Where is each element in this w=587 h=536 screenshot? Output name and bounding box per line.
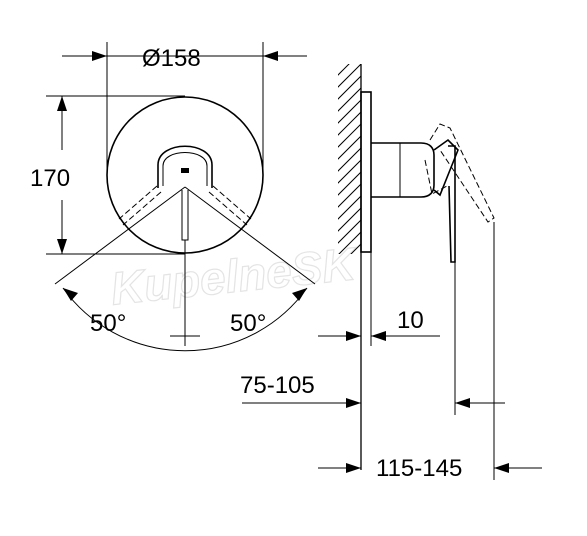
- depth-arrow-right: [455, 398, 470, 408]
- offset-arrow-right: [371, 331, 386, 341]
- mixer-body: [371, 142, 435, 198]
- indicator-mark: [181, 168, 189, 173]
- handle-cap-inner: [162, 152, 208, 186]
- cover-profile: [360, 91, 372, 253]
- total-range-label: 115-145: [376, 455, 462, 482]
- total-arrow-right: [494, 463, 509, 473]
- cover-plate: [106, 96, 264, 254]
- angle-line-right: [184, 186, 316, 285]
- side-view: [242, 64, 542, 480]
- lever: [181, 190, 189, 241]
- handle-head: [433, 138, 459, 197]
- height-arrow-bottom: [57, 239, 67, 254]
- front-view: [46, 42, 316, 352]
- watermark: KupelneSK: [108, 237, 360, 315]
- angle-right-label: 50°: [230, 310, 266, 337]
- angle-arrow-right: [292, 288, 307, 301]
- depth-arrow-left: [346, 398, 361, 408]
- handle-cap: [157, 145, 213, 188]
- angle-dimension-arc: [62, 287, 308, 352]
- angle-arrow-left: [63, 288, 78, 301]
- side-lever-rotated: [429, 123, 495, 223]
- lever-rotated-left: [118, 185, 162, 226]
- angle-line-left: [54, 186, 186, 285]
- diameter-arrow-right: [263, 51, 278, 61]
- diameter-label: Ø158: [142, 45, 201, 72]
- diameter-arrow-left: [92, 51, 107, 61]
- offset-arrow-left: [346, 331, 361, 341]
- height-arrow-top: [57, 96, 67, 111]
- lever-rotated-right: [208, 185, 252, 226]
- wall-hatching: [338, 64, 361, 254]
- total-arrow-left: [346, 463, 361, 473]
- angle-left-label: 50°: [90, 310, 126, 337]
- height-label: 170: [30, 165, 70, 192]
- side-lever-rotated-body: [424, 159, 448, 195]
- depth-range-label: 75-105: [240, 372, 315, 399]
- offset-label: 10: [397, 307, 424, 334]
